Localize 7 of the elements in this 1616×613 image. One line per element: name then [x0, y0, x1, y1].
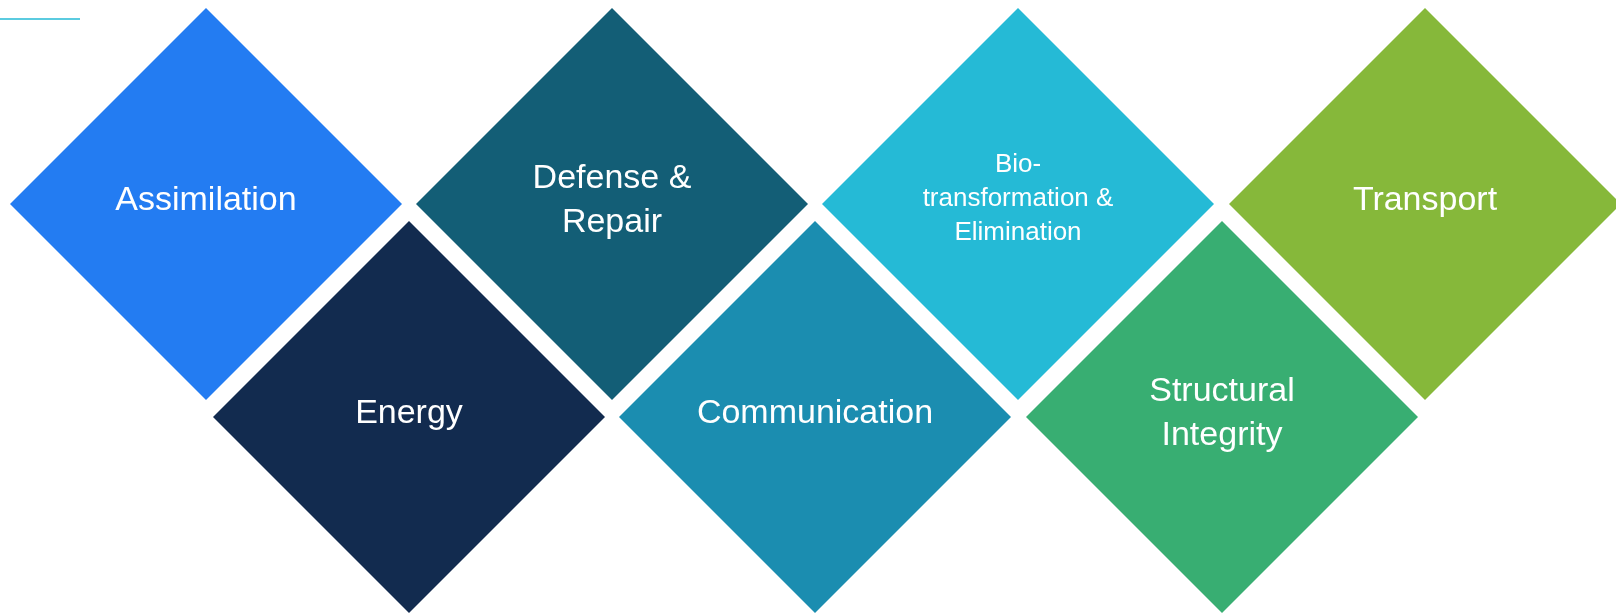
diamond-label: Energy: [354, 390, 464, 432]
diamond-label: Communication: [695, 390, 935, 432]
diamond-label: Bio- transformation & Elimination: [921, 147, 1115, 248]
diamond-label: Structural Integrity: [1148, 368, 1296, 454]
diamond-label: Assimilation: [114, 177, 298, 219]
diamond-label: Transport: [1351, 177, 1499, 219]
diamond-label: Defense & Repair: [531, 155, 693, 241]
